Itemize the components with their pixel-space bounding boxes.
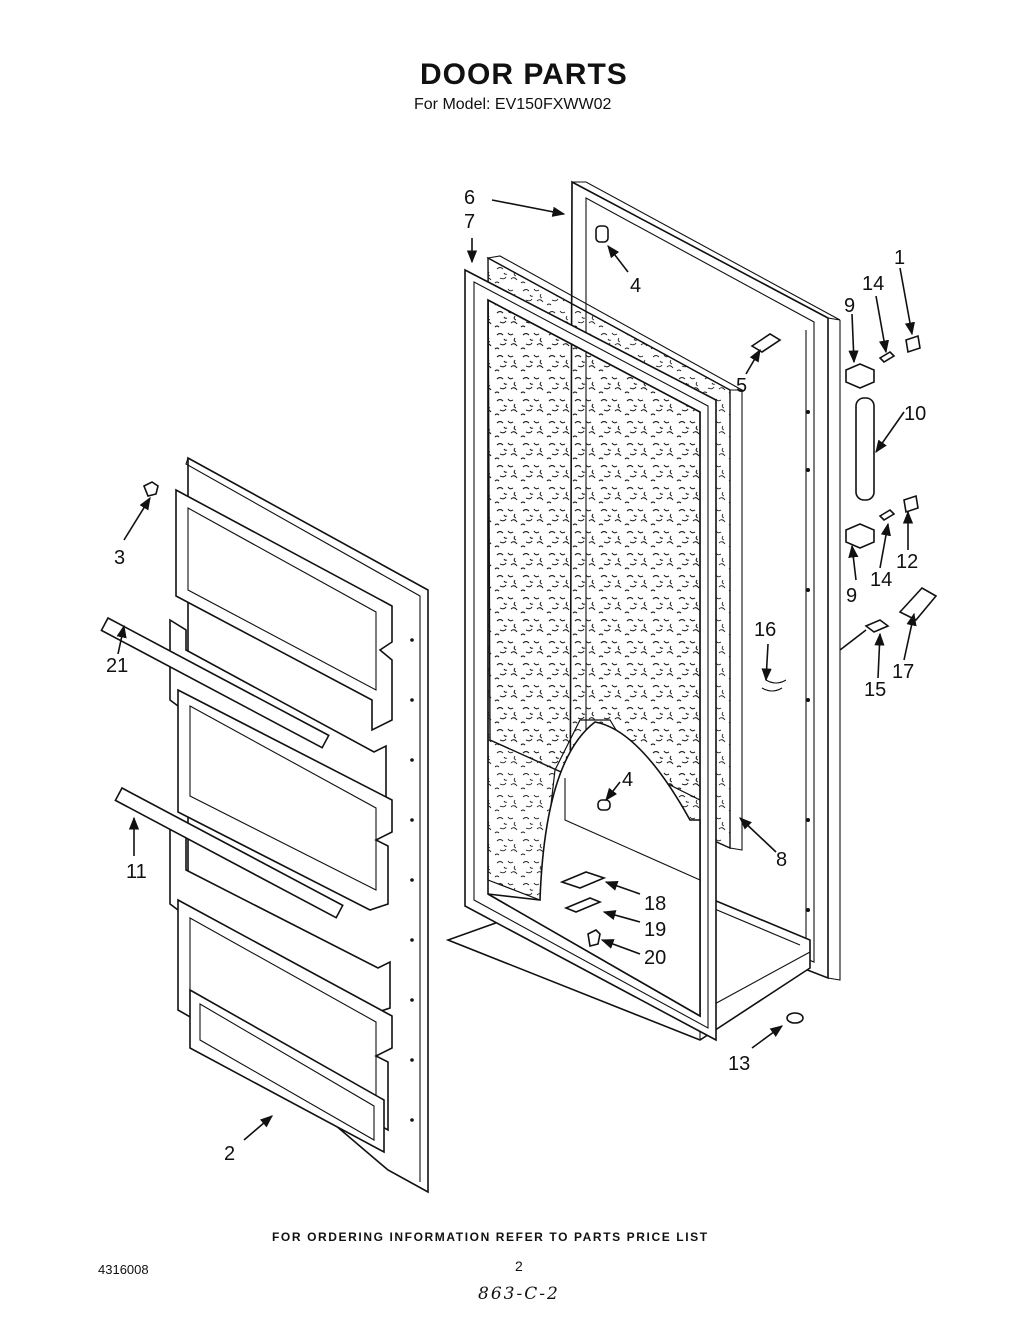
callout-3: 3 xyxy=(114,547,125,569)
shelf-bar-11 xyxy=(114,786,344,919)
callout-11: 11 xyxy=(126,861,147,883)
callout-18: 18 xyxy=(644,893,666,915)
callout-15: 15 xyxy=(864,679,886,701)
inner-door-liner xyxy=(169,456,429,1194)
callout-4-bottom: 4 xyxy=(622,769,633,791)
key-17 xyxy=(898,586,938,621)
handle-bracket-9-top xyxy=(845,363,875,389)
cover-cap-1 xyxy=(905,334,921,354)
shim-19 xyxy=(563,897,603,913)
callout-20: 20 xyxy=(644,947,666,969)
page-number: 2 xyxy=(515,1258,523,1274)
callout-21: 21 xyxy=(106,655,128,677)
callout-14-top: 14 xyxy=(862,273,884,295)
callout-14-bottom: 14 xyxy=(870,569,892,591)
callout-7: 7 xyxy=(464,211,475,233)
lock-15 xyxy=(839,619,890,651)
callout-4-top: 4 xyxy=(630,275,641,297)
callout-19: 19 xyxy=(644,919,666,941)
door-handle-10 xyxy=(855,397,875,501)
callout-6: 6 xyxy=(464,187,475,209)
handle-bracket-9-bottom xyxy=(845,523,875,549)
callout-17: 17 xyxy=(892,661,914,683)
callout-9-top: 9 xyxy=(844,295,855,317)
screw-13 xyxy=(786,1012,804,1024)
screw-14-top xyxy=(878,350,896,364)
screw-14-bottom xyxy=(878,508,896,522)
hinge-bushing-4-bottom xyxy=(597,799,611,811)
screw-20 xyxy=(587,929,601,947)
callout-5: 5 xyxy=(736,375,747,397)
callout-16: 16 xyxy=(754,619,776,641)
plug-button-3 xyxy=(142,481,159,497)
hinge-bushing-4-top xyxy=(595,225,609,243)
callout-13: 13 xyxy=(728,1053,750,1075)
callout-labels: 6 7 4 5 1 14 9 10 12 14 9 16 15 17 4 8 1… xyxy=(106,187,926,1165)
cover-cap-12 xyxy=(903,494,919,514)
ordering-note: FOR ORDERING INFORMATION REFER TO PARTS … xyxy=(272,1230,709,1244)
callout-1: 1 xyxy=(894,247,905,269)
document-number: 4316008 xyxy=(98,1262,149,1277)
callout-12: 12 xyxy=(896,551,918,573)
callout-2: 2 xyxy=(224,1143,235,1165)
handwritten-note: 863-C-2 xyxy=(478,1284,560,1304)
shelf-bar-21 xyxy=(100,616,330,749)
model-subtitle: For Model: EV150FXWW02 xyxy=(414,96,612,113)
callout-10: 10 xyxy=(904,403,926,425)
leader-lines xyxy=(116,199,917,1141)
callout-8: 8 xyxy=(776,849,787,871)
page-title: DOOR PARTS xyxy=(420,58,628,91)
callout-9-bottom: 9 xyxy=(846,585,857,607)
strike-18 xyxy=(559,871,607,889)
door-liner xyxy=(464,268,717,1042)
